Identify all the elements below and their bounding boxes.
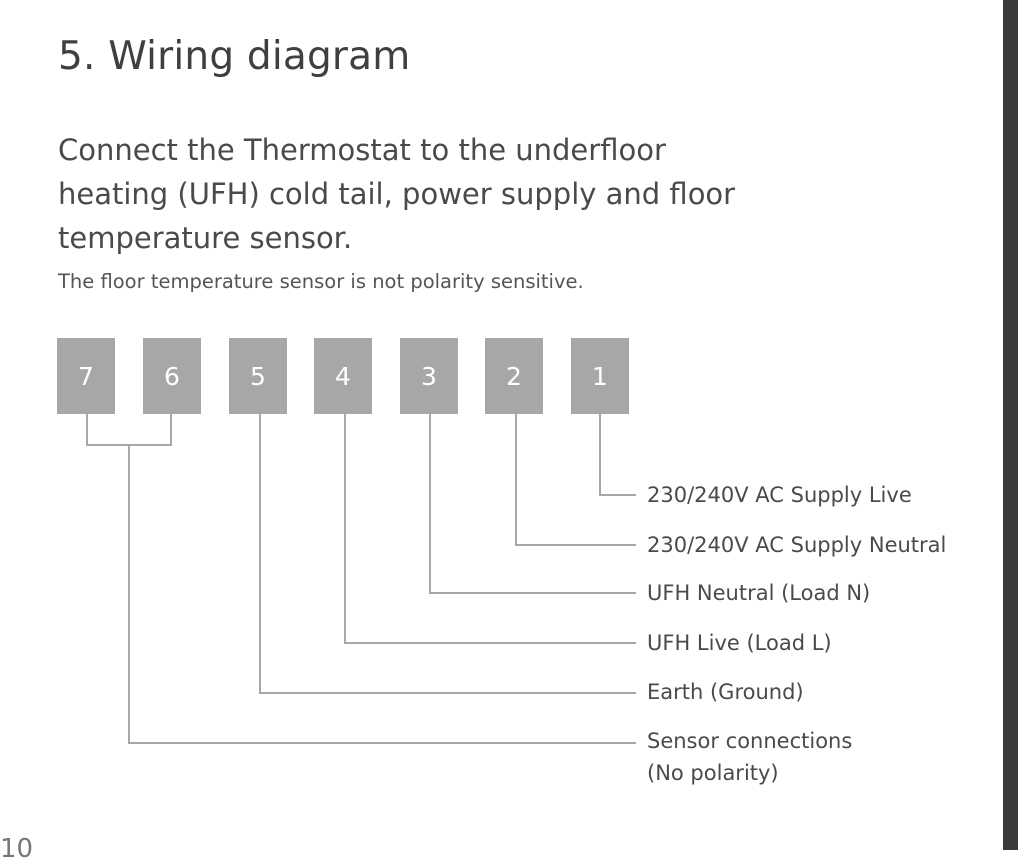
- wire-sensor-bridge: [86, 414, 172, 446]
- wire-terminal-1: [599, 414, 636, 496]
- wire-terminal-4: [344, 414, 636, 644]
- page-edge-bar: [1003, 0, 1018, 850]
- terminal-4: 4: [314, 338, 372, 414]
- intro-line-1: Connect the Thermostat to the underfloor: [58, 133, 666, 167]
- label-sensor: Sensor connections: [647, 729, 853, 753]
- section-title: 5. Wiring diagram: [58, 34, 411, 79]
- label-supply-live: 230/240V AC Supply Live: [647, 483, 912, 507]
- label-ufh-neutral: UFH Neutral (Load N): [647, 581, 871, 605]
- label-sensor-polarity: (No polarity): [647, 761, 779, 785]
- page-number: 10: [0, 834, 34, 864]
- wire-terminal-3: [429, 414, 636, 594]
- wiring-lines: [86, 414, 636, 744]
- terminal-6: 6: [143, 338, 201, 414]
- terminal-2: 2: [485, 338, 543, 414]
- wire-terminal-2: [515, 414, 636, 546]
- intro-paragraph: Connect the Thermostat to the underfloor…: [58, 128, 758, 260]
- terminal-3: 3: [400, 338, 458, 414]
- wire-terminal-5: [259, 414, 636, 694]
- terminal-5: 5: [229, 338, 287, 414]
- label-earth: Earth (Ground): [647, 680, 804, 704]
- wire-sensor: [128, 445, 636, 744]
- intro-line-3: temperature sensor.: [58, 221, 353, 255]
- label-supply-neutral: 230/240V AC Supply Neutral: [647, 533, 947, 557]
- polarity-note: The floor temperature sensor is not pola…: [58, 270, 584, 293]
- label-ufh-live: UFH Live (Load L): [647, 631, 832, 655]
- terminal-1: 1: [571, 338, 629, 414]
- terminal-7: 7: [57, 338, 115, 414]
- intro-line-2: heating (UFH) cold tail, power supply an…: [58, 177, 736, 211]
